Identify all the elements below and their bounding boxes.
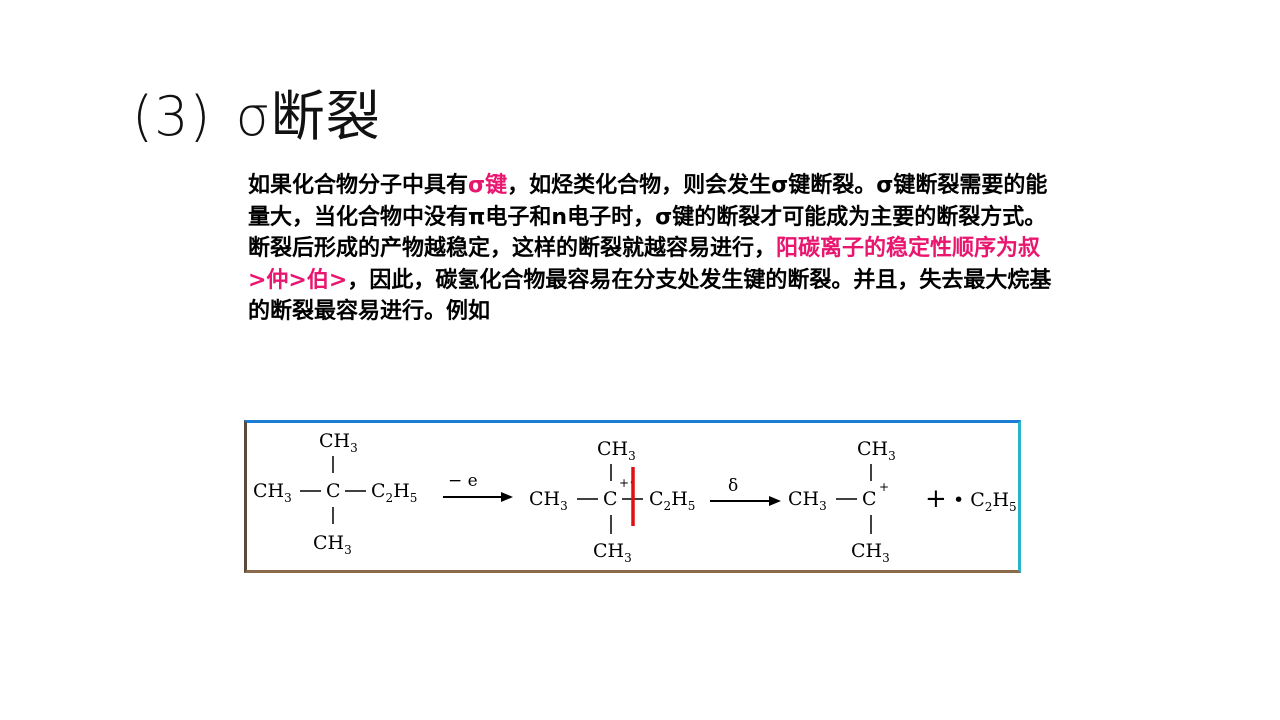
para-highlight-sigma-bond: σ键 [468, 173, 508, 198]
reaction-diagram: CH3 CH3 C C2H5 CH3 − e CH3 CH3 C +• C2 [253, 430, 1017, 565]
molecule-reactant: CH3 CH3 C C2H5 CH3 [253, 430, 417, 557]
arrow-head [501, 492, 513, 502]
arrow-head [769, 496, 781, 506]
reaction-figure: CH3 CH3 C C2H5 CH3 − e CH3 CH3 C +• C2 [244, 420, 1021, 573]
mol1-left-ch: CH3 [253, 480, 292, 505]
mol2-left-ch: CH3 [529, 488, 568, 513]
mol1-right-c2h5: C2H5 [371, 480, 417, 505]
mol2-top-ch: CH3 [597, 438, 636, 463]
para-segment: 如果化合物分子中具有 [248, 173, 469, 198]
para-segment: ，如烃类化合物，则会发生σ键断裂。σ键断裂需要的能量大，当化合物中没有π电子和n… [248, 173, 1048, 261]
title-text: σ断裂 [235, 85, 381, 148]
mol3-charge: + [879, 480, 889, 494]
mol1-top-ch: CH3 [319, 430, 358, 455]
plus-sign: + [925, 484, 947, 514]
arrow2-label: δ [728, 476, 738, 496]
mol3-left-ch: CH3 [788, 488, 827, 513]
mol1-center-c: C [326, 480, 341, 502]
ethyl-radical: • C2H5 [953, 489, 1017, 514]
mol2-right-c2h5: C2H5 [649, 488, 695, 513]
arrow-ionization: − e [443, 471, 513, 502]
molecule-radical-cation: CH3 CH3 C +• C2H5 CH3 [529, 438, 695, 565]
mol3-center-c: C [862, 488, 877, 510]
para-segment: ，因此，碳氢化合物最容易在分支处发生键的断裂。并且，失去最大烷基的断裂最容易进行… [248, 267, 1052, 325]
mol3-bottom-ch: CH3 [851, 540, 890, 565]
mol2-center-c: C [603, 488, 618, 510]
mol1-bottom-ch: CH3 [313, 532, 352, 557]
para-highlight-stability-order: 阳碳离子的稳定性顺序为叔>仲>伯> [248, 236, 1041, 293]
arrow1-label: − e [448, 471, 478, 491]
molecule-carbocation: CH3 CH3 C + CH3 [788, 438, 896, 565]
mol3-top-ch: CH3 [857, 438, 896, 463]
title-number: (3) [132, 85, 212, 148]
body-paragraph: 如果化合物分子中具有σ键，如烃类化合物，则会发生σ键断裂。σ键断裂需要的能量大，… [248, 170, 1058, 328]
mol2-bottom-ch: CH3 [593, 540, 632, 565]
slide-title: (3) σ断裂 [132, 72, 381, 151]
arrow-cleavage: δ [710, 476, 781, 506]
